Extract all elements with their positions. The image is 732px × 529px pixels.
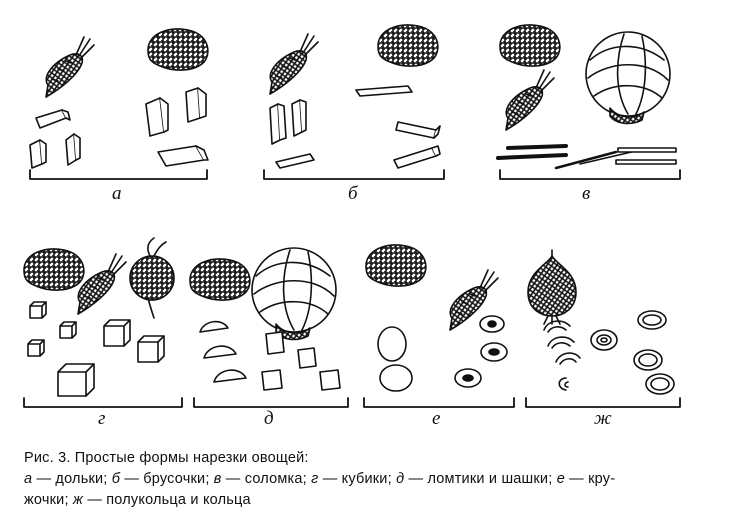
- caption-text-a: — дольки;: [32, 471, 112, 487]
- wedge-pieces-icon: [29, 87, 209, 169]
- caption-text-g: — кубики;: [318, 471, 397, 487]
- figure-caption: Рис. 3. Простые формы нарезки овощей: а …: [24, 448, 724, 511]
- caption-letter-v: в: [213, 471, 222, 487]
- panel-b: [263, 24, 445, 180]
- beet-icon: [129, 237, 175, 319]
- caption-text-b: — брусочки;: [120, 471, 214, 487]
- carrot-icon: [77, 253, 127, 315]
- square-slices-icon: [261, 331, 341, 391]
- bracket-v: [499, 169, 681, 180]
- caption-title: Рис. 3. Простые формы нарезки овощей:: [24, 450, 309, 466]
- potato-icon: [147, 28, 209, 71]
- panel-label-zh: ж: [594, 408, 612, 429]
- caption-letter-zh: ж: [72, 492, 84, 508]
- panel-label-g: г: [98, 408, 106, 429]
- bracket-a: [29, 169, 208, 180]
- bracket-d: [193, 397, 349, 408]
- panel-label-v: в: [582, 183, 591, 204]
- bracket-g: [23, 397, 183, 408]
- potato-icon: [189, 258, 251, 301]
- panel-label-e: е: [432, 408, 441, 429]
- half-rings-icon: [543, 320, 581, 391]
- onion-icon: [527, 249, 577, 325]
- carrot-icon: [505, 69, 555, 131]
- carrot-rings-icon: [454, 315, 508, 388]
- panel-a: [29, 28, 209, 180]
- caption-text-v: — соломка;: [221, 471, 312, 487]
- panel-d: [189, 247, 349, 408]
- panel-v: [496, 24, 681, 180]
- panel-zh: [525, 249, 681, 408]
- potato-icon: [499, 24, 561, 67]
- panel-label-d: д: [264, 408, 274, 429]
- potato-icon: [23, 248, 85, 291]
- bracket-zh: [525, 397, 681, 408]
- potato-icon: [377, 24, 439, 67]
- caption-text-zh: — полукольца и кольца: [83, 492, 251, 508]
- panel-g: [23, 237, 183, 408]
- caption-line-3: жочки; ж — полукольца и кольца: [24, 490, 724, 511]
- bracket-b: [263, 169, 445, 180]
- carrot-icon: [45, 36, 95, 98]
- caption-text-e: — кру-: [564, 471, 616, 487]
- vegetable-cuts-figure: [23, 24, 681, 408]
- caption-letter-d: д: [396, 471, 405, 487]
- half-slices-icon: [199, 320, 247, 383]
- caption-text-e-cont: жочки;: [24, 492, 73, 508]
- round-slices-icon: [377, 326, 413, 392]
- bracket-e: [363, 397, 515, 408]
- stick-pieces-icon: [269, 85, 441, 169]
- caption-text-d: — ломтики и шашки;: [404, 471, 557, 487]
- panel-e: [363, 244, 515, 408]
- cabbage-icon: [585, 31, 671, 125]
- potato-icon: [365, 244, 427, 287]
- cube-pieces-icon: [27, 301, 165, 397]
- caption-letter-g: г: [311, 471, 319, 487]
- caption-letter-a: а: [24, 471, 33, 487]
- carrot-icon: [269, 33, 319, 95]
- caption-letter-b: б: [111, 471, 121, 487]
- caption-letter-e: е: [556, 471, 565, 487]
- panel-label-b: б: [348, 183, 358, 204]
- julienne-strips-icon: [496, 144, 677, 170]
- panel-label-a: а: [112, 183, 122, 204]
- rings-icon: [590, 310, 675, 395]
- caption-line-2: а — дольки; б — брусочки; в — соломка; г…: [24, 469, 724, 490]
- cabbage-icon: [251, 247, 337, 341]
